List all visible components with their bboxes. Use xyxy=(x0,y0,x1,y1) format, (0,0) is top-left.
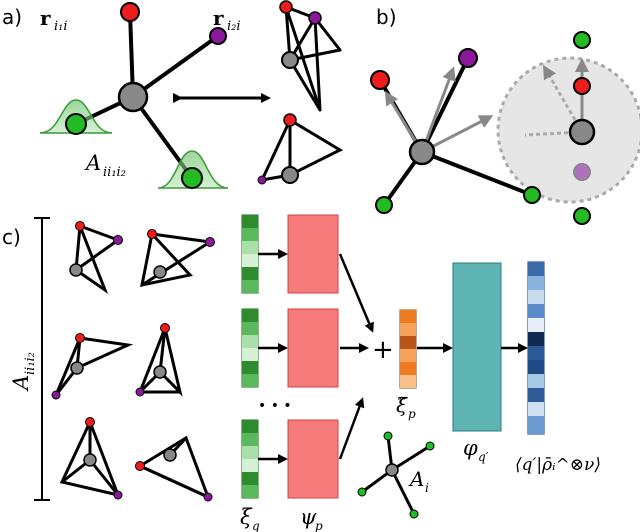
xi-tilde-vector xyxy=(399,309,417,389)
xi-tilde-sub: p xyxy=(408,407,416,421)
xi-vector-2 xyxy=(241,308,259,388)
atom-b-red xyxy=(370,70,390,90)
triangle-a2 xyxy=(257,113,344,185)
mini-triangle-3 xyxy=(51,333,134,400)
phi-sub: q′ xyxy=(478,450,489,464)
A-label: A xyxy=(84,151,101,175)
panel-a: a) r i₁i r i₂i A ii₁i₂ xyxy=(2,0,344,189)
atom-b-green-right xyxy=(523,186,541,204)
xi-tilde-label: ξ̃ xyxy=(396,393,408,417)
edge-b-purple xyxy=(420,56,470,154)
xi-vector-1 xyxy=(241,214,259,294)
panel-c: c) A ii₁i₂ xyxy=(2,214,601,532)
output-label: ⟨q′|ρ̄ᵢ^⊗ν⟩ xyxy=(515,455,601,475)
triangle-a1 xyxy=(279,0,342,112)
atom-b2-green-top xyxy=(573,31,591,49)
atom-b2-purple xyxy=(573,163,591,181)
psi-p-sub: p xyxy=(315,519,323,532)
output-vector xyxy=(527,261,545,435)
atom-green-right xyxy=(181,167,203,189)
panel-b-label: b) xyxy=(376,5,397,29)
mini-triangle-6 xyxy=(135,435,213,502)
psi-block-3 xyxy=(287,419,339,499)
atom-green-left xyxy=(65,113,87,135)
r-label-2: r xyxy=(213,6,224,30)
ellipsis-dots: • • • xyxy=(258,398,292,414)
atom-purple xyxy=(209,27,227,45)
atom-b-center xyxy=(408,138,436,166)
r-sub-2: i₂i xyxy=(227,19,241,34)
panel-b: b) xyxy=(370,5,640,225)
edge-b-green-right xyxy=(420,150,534,197)
plus-sign: + xyxy=(372,335,394,365)
xi-q-label: ξ xyxy=(240,505,253,529)
atom-b2-green-bottom xyxy=(573,207,591,225)
r-sub-1: i₁i xyxy=(54,19,68,34)
psi-block-1 xyxy=(287,214,339,294)
atom-b-green-left xyxy=(375,196,393,214)
svg-text:A: A xyxy=(9,375,33,392)
panel-c-label: c) xyxy=(2,225,21,249)
atom-red xyxy=(120,2,140,22)
psi-p-label: ψ xyxy=(300,505,317,529)
Ai-label: A xyxy=(408,467,424,491)
atom-center xyxy=(117,81,149,113)
r-label-1: r xyxy=(40,6,51,30)
A-sub: ii₁i₂ xyxy=(103,165,126,180)
xi-vector-3 xyxy=(241,419,259,499)
xi-q-sub: q xyxy=(252,519,260,532)
atom-b2-red xyxy=(573,77,591,95)
Ai-star xyxy=(357,431,435,519)
phi-label: φ xyxy=(463,436,478,460)
edge-center-purple xyxy=(131,34,220,99)
bracket-label: A ii₁i₂ xyxy=(9,352,38,392)
phi-block xyxy=(452,262,502,432)
panel-a-label: a) xyxy=(2,5,22,29)
psi-block-2 xyxy=(287,308,339,388)
mini-triangle-4 xyxy=(135,322,183,397)
mini-triangle-1 xyxy=(69,221,123,295)
mini-triangle-2 xyxy=(140,229,215,287)
rot-arrow-dashed-1 xyxy=(542,64,584,133)
atom-b2-center xyxy=(568,118,596,146)
atom-b-purple xyxy=(458,48,478,68)
mini-triangle-5 xyxy=(59,417,123,500)
Ai-sub: i xyxy=(425,481,429,495)
svg-text:ii₁i₂: ii₁i₂ xyxy=(23,352,38,375)
vec-arrow-2 xyxy=(420,66,456,153)
